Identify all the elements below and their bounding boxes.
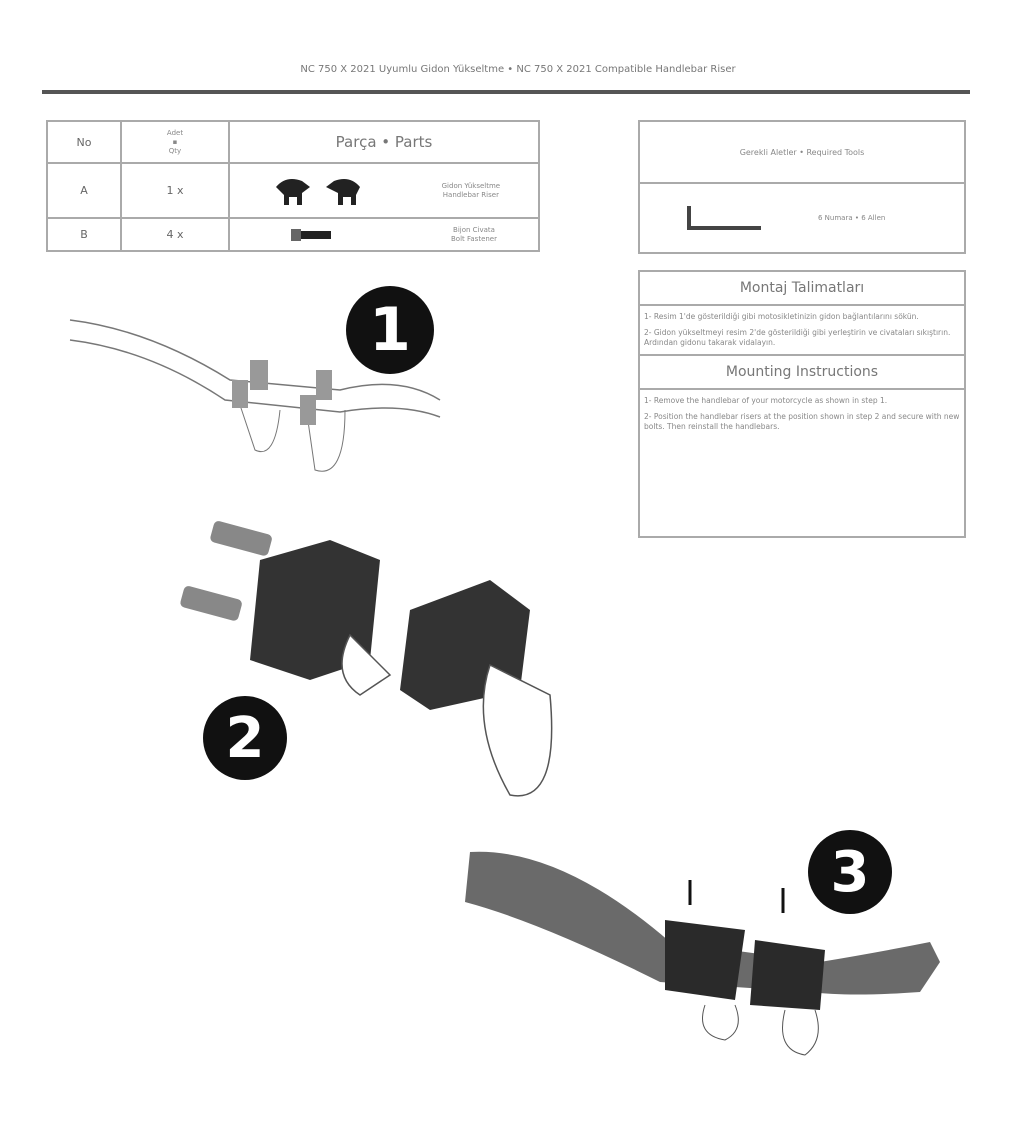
- document-title: NC 750 X 2021 Uyumlu Gidon Yükseltme • N…: [300, 64, 736, 75]
- tools-title: Gerekli Aletler • Required Tools: [640, 122, 964, 184]
- bolt-icon: [291, 228, 331, 241]
- header-qty: Adet▪Qty: [120, 119, 230, 165]
- parts-table: No Adet▪Qty Parça • Parts A 1 x Gidon Yü…: [46, 119, 540, 252]
- step-2-badge: 2: [203, 696, 287, 780]
- row-no: B: [46, 217, 122, 252]
- header-parts: Parça • Parts: [228, 119, 540, 165]
- instruction-step: 1- Resim 1'de gösterildiği gibi motosikl…: [644, 312, 919, 321]
- header-no: No: [46, 119, 122, 165]
- instruction-step: 1- Remove the handlebar of your motorcyc…: [644, 396, 888, 405]
- step-3-badge: 3: [808, 830, 892, 914]
- row-qty: 4 x: [120, 217, 230, 252]
- step1-illustration: [69, 319, 441, 472]
- step-1-badge: 1: [346, 286, 434, 374]
- instructions-title-en: Mounting Instructions: [640, 354, 964, 390]
- step3-illustration: [465, 851, 940, 1056]
- row-qty: 1 x: [120, 162, 230, 220]
- tool-item: 6 Numara • 6 Allen: [818, 214, 886, 222]
- instructions-box: Montaj Talimatları 1- Resim 1'de gösteri…: [638, 270, 966, 538]
- instruction-step: 2- Position the handlebar risers at the …: [644, 412, 960, 431]
- step2-illustration: [180, 521, 553, 797]
- table-header-row: No Adet▪Qty Parça • Parts: [46, 119, 540, 165]
- row-no: A: [46, 162, 122, 220]
- tools-box: Gerekli Aletler • Required Tools 6 Numar…: [638, 120, 966, 254]
- header-divider: [42, 90, 970, 94]
- allen-key-icon: [687, 206, 761, 230]
- riser-icon: [275, 178, 360, 205]
- instructions-title-tr: Montaj Talimatları: [640, 272, 964, 306]
- instruction-step: 2- Gidon yükseltmeyi resim 2'de gösteril…: [644, 328, 951, 347]
